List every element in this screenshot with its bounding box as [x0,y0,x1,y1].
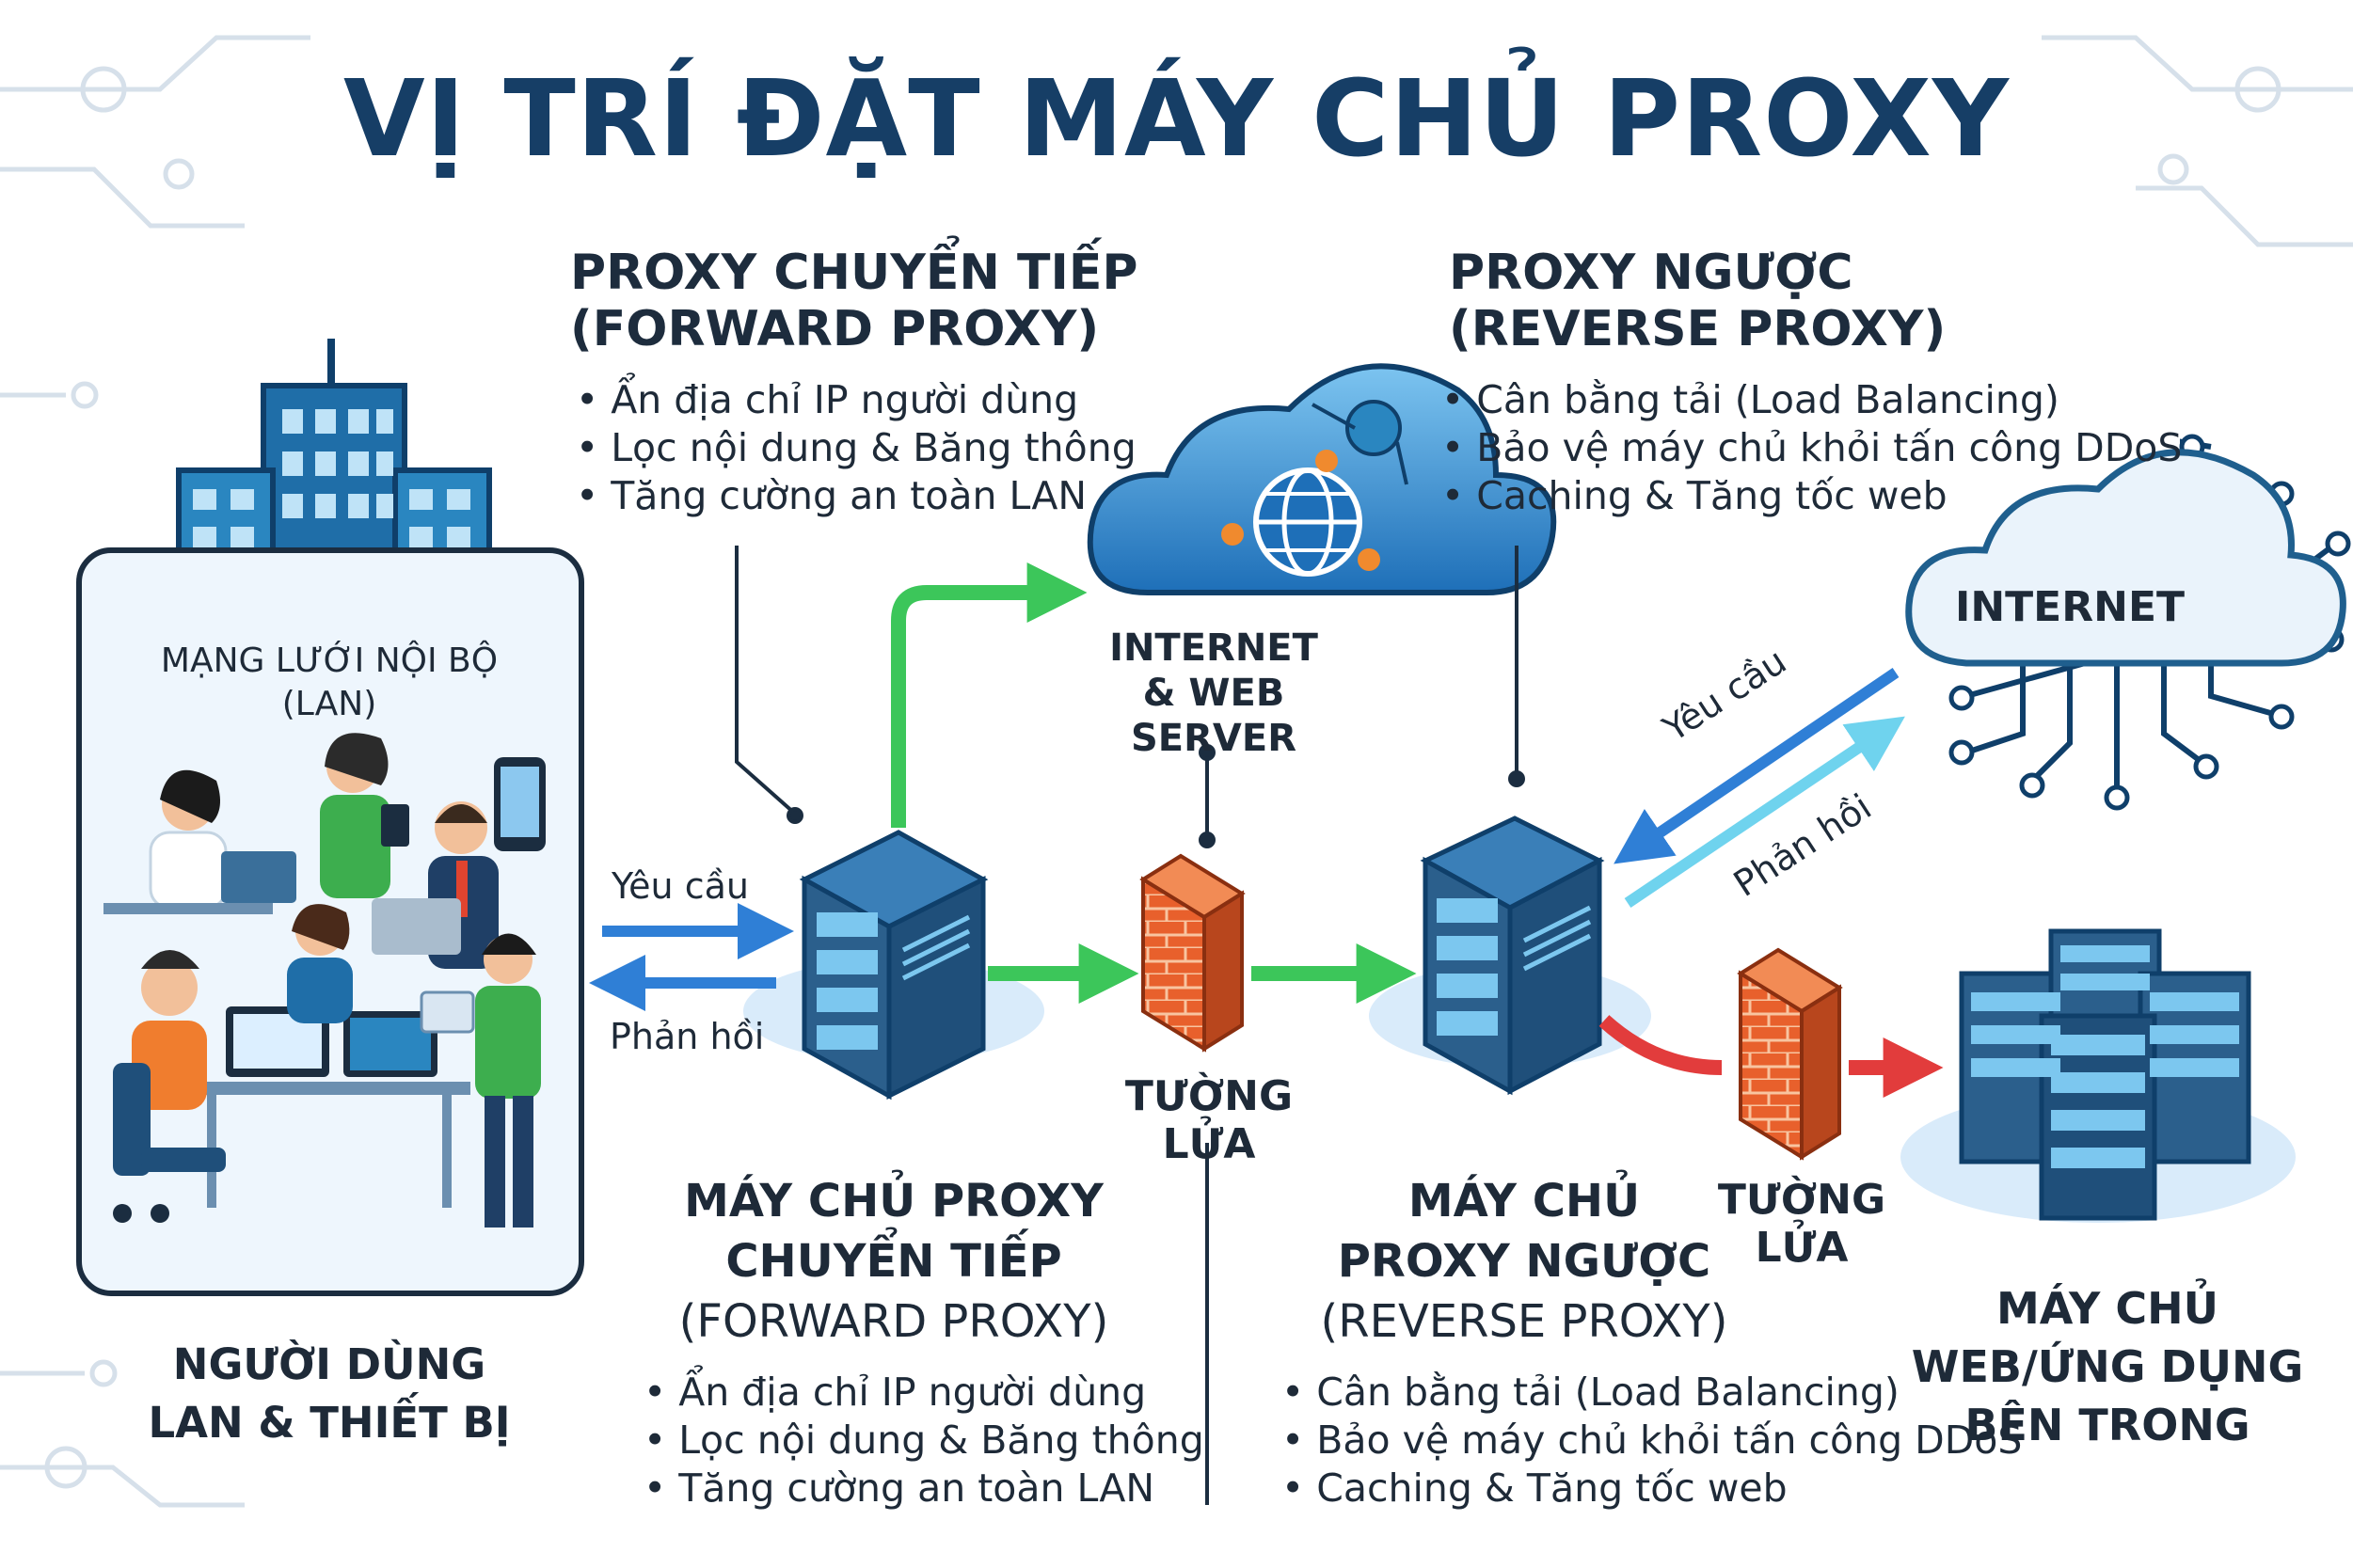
list-item: Caching & Tăng tốc web [1281,1465,2022,1513]
list-item: Cân bằng tải (Load Balancing) [1441,376,2182,424]
list-item: Caching & Tăng tốc web [1441,472,2182,520]
people-workstation-icon [103,733,546,1227]
reverse-proxy-header: PROXY NGƯỢC (REVERSE PROXY) [1449,245,1946,357]
forward-proxy-subtitle: (FORWARD PROXY) [570,301,1100,357]
circuit-decoration [0,35,2353,1508]
reverse-proxy-benefits: Cân bằng tải (Load Balancing) Bảo vệ máy… [1441,376,2182,520]
forward-server-sub: CHUYỂN TIẾP [725,1235,1062,1288]
list-item: Tăng cường an toàn LAN [576,472,1137,520]
request-label: Yêu cầu [612,865,749,907]
internet-web-sub: & WEB SERVER [1130,672,1296,760]
forward-to-internet-arrow [891,562,1088,828]
forward-proxy-benefits: Ẩn địa chỉ IP người dùng Lọc nội dung & … [576,376,1137,520]
list-item: Bảo vệ máy chủ khỏi tấn công DDoS [1441,424,2182,472]
list-item: Ẩn địa chỉ IP người dùng [576,376,1137,424]
list-item: Ẩn địa chỉ IP người dùng [644,1369,1204,1417]
page-title: VỊ TRÍ ĐẶT MÁY CHỦ PROXY [343,58,2010,181]
reverse-server-sub: PROXY NGƯỢC [1337,1235,1711,1288]
flow-arrows [589,562,1944,1098]
reverse-server-title: MÁY CHỦ [1407,1175,1641,1227]
lan-label-sub: (LAN) [281,685,377,723]
lan-users-label: NGƯỜI DÙNG LAN & THIẾT BỊ [113,1336,546,1452]
firewall-label-internal: TƯỜNG LỬA [1717,1176,1886,1272]
reverse-proxy-subtitle: (REVERSE PROXY) [1449,301,1947,357]
firewall-label: TƯỜNG LỬA [1124,1072,1294,1168]
list-item: Cân bằng tải (Load Balancing) [1281,1369,2022,1417]
internet-label: INTERNET [1954,583,2186,631]
response-label: Phản hồi [610,1016,765,1057]
server-rack-icon [1900,928,2296,1223]
reverse-server-benefits: Cân bằng tải (Load Balancing) Bảo vệ máy… [1281,1369,2022,1513]
reverse-to-internal-arrow [1598,1015,1723,1075]
lan-label: MẠNG LƯỚI NỘI BỘ (LAN) [141,640,517,726]
internet-web-label: INTERNET & WEB SERVER [1073,626,1355,761]
reverse-server-type: (REVERSE PROXY) [1320,1295,1728,1348]
request-arrow-internet [1614,668,1900,864]
internal-servers-type: BÊN TRONG [1964,1400,2250,1450]
forward-server-title: MÁY CHỦ PROXY [684,1175,1104,1227]
forward-server-type: (FORWARD PROXY) [678,1295,1109,1348]
lan-users-title: NGƯỜI DÙNG [172,1339,486,1389]
forward-server-benefits: Ẩn địa chỉ IP người dùng Lọc nội dung & … [644,1369,1204,1513]
server-rack-icon [1369,816,1651,1096]
forward-server-label: MÁY CHỦ PROXY CHUYỂN TIẾP (FORWARD PROXY… [649,1171,1138,1352]
forward-proxy-title: PROXY CHUYỂN TIẾP [570,245,1138,301]
firewall-brick-icon [1737,947,1843,1161]
internal-servers-label: MÁY CHỦ WEB/ỨNG DỤNG BÊN TRONG [1910,1279,2305,1454]
list-item: Tăng cường an toàn LAN [644,1465,1204,1513]
lan-users-sub: LAN & THIẾT BỊ [148,1398,511,1448]
list-item: Lọc nội dung & Băng thông [576,424,1137,472]
internal-servers-title: MÁY CHỦ [1996,1283,2218,1334]
firewall-brick-icon [1139,853,1246,1053]
lan-label-title: MẠNG LƯỚI NỘI BỘ [160,641,499,680]
list-item: Lọc nội dung & Băng thông [644,1417,1204,1465]
internal-servers-sub: WEB/ỨNG DỤNG [1911,1341,2304,1392]
server-rack-icon [743,830,1044,1101]
reverse-server-label: MÁY CHỦ PROXY NGƯỢC (REVERSE PROXY) [1280,1171,1769,1352]
reverse-proxy-title: PROXY NGƯỢC [1449,245,1853,301]
internet-web-title: INTERNET [1109,626,1318,670]
forward-proxy-header: PROXY CHUYỂN TIẾP (FORWARD PROXY) [570,245,1138,357]
response-arrow-internet [1624,716,1905,908]
connector-lines [735,546,1525,1505]
list-item: Bảo vệ máy chủ khỏi tấn công DDoS [1281,1417,2022,1465]
